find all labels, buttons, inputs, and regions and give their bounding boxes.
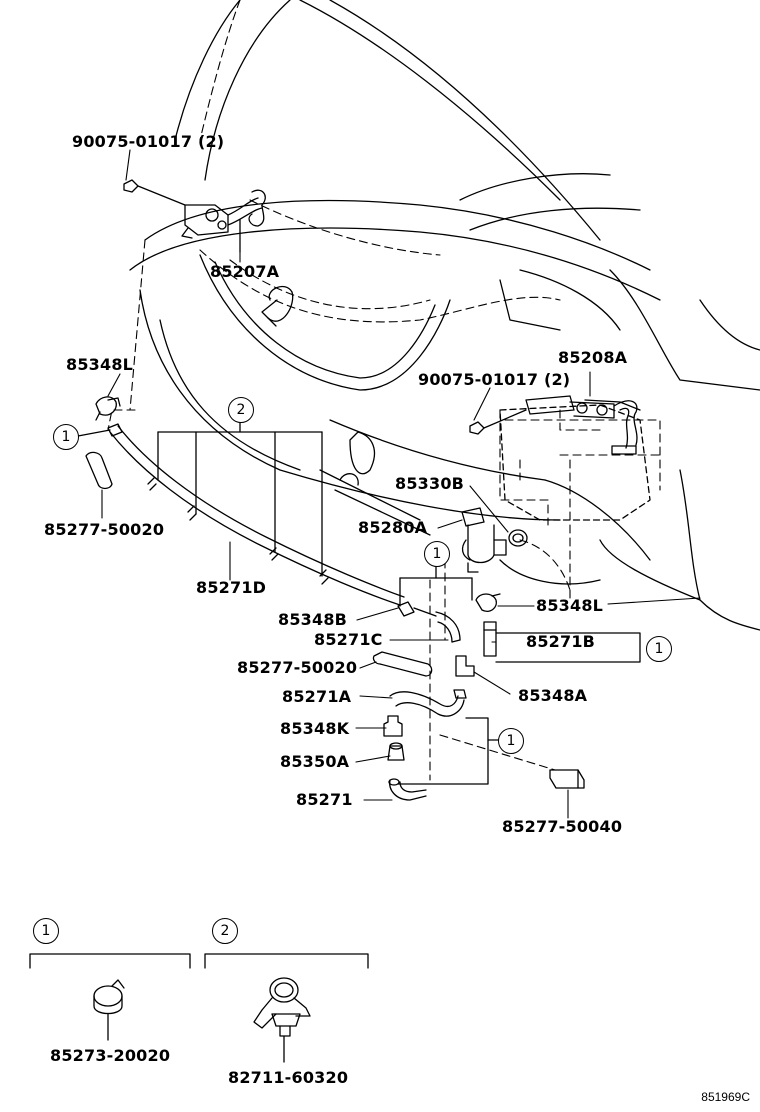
- clip-icon: [253, 977, 311, 1063]
- callout-1-lower: 1: [498, 728, 524, 754]
- label-85330b: 85330B: [395, 474, 465, 493]
- label-90075-01017-upper: 90075-01017 (2): [72, 132, 225, 151]
- label-85271a: 85271A: [282, 687, 352, 706]
- clamp-icon: [93, 979, 125, 1041]
- pump-85280a: [461, 507, 507, 573]
- label-85348a: 85348A: [518, 686, 588, 705]
- grommet-85330b: [508, 529, 528, 547]
- label-85277-50020-left: 85277-50020: [44, 520, 165, 539]
- hose-85271a: [389, 689, 467, 717]
- joint-85348k: [383, 715, 403, 737]
- label-85348k: 85348K: [280, 719, 350, 738]
- hose-85271c: [435, 611, 461, 643]
- vehicle-body-outline: [129, 0, 760, 631]
- callout-2-legend: 2: [212, 918, 238, 944]
- nozzle-85207a: [181, 189, 266, 253]
- callout-1-pump: 1: [424, 541, 450, 567]
- valve-85350a: [387, 742, 405, 761]
- label-85271d: 85271D: [196, 578, 267, 597]
- label-85277-50020-mid: 85277-50020: [237, 658, 358, 677]
- label-85207a: 85207A: [210, 262, 280, 281]
- bolt-right: [469, 409, 527, 435]
- label-85208a: 85208A: [558, 348, 628, 367]
- bolt-upper: [123, 179, 186, 206]
- label-90075-01017-right: 90075-01017 (2): [418, 370, 571, 389]
- label-85271b: 85271B: [526, 632, 596, 651]
- callout-1-right: 1: [646, 636, 672, 662]
- label-85348l-right: 85348L: [536, 596, 604, 615]
- label-85277-50040: 85277-50040: [502, 817, 623, 836]
- legend-brackets: [29, 953, 369, 969]
- nozzle-85208a: [525, 395, 638, 455]
- clip-bracket-2: [157, 419, 323, 577]
- joint-85348b: [397, 601, 437, 617]
- callout-1-left: 1: [53, 424, 79, 450]
- hose-85271d: [107, 423, 405, 606]
- joint-85348l-right: [475, 593, 501, 612]
- label-85350a: 85350A: [280, 752, 350, 771]
- label-85271: 85271: [296, 790, 353, 809]
- joint-85348l-left: [95, 396, 121, 421]
- sleeve-left: [85, 451, 113, 490]
- callout-2-hose: 2: [228, 397, 254, 423]
- hose-85271: [388, 778, 427, 801]
- reservoir-bracket: [499, 399, 651, 521]
- sleeve-right: [549, 769, 585, 789]
- label-85348b: 85348B: [278, 610, 348, 629]
- sleeve-mid: [372, 651, 433, 677]
- hose-85271b: [483, 621, 497, 657]
- label-85271c: 85271C: [314, 630, 383, 649]
- phantom-lines: [107, 0, 661, 781]
- callout-1-legend: 1: [33, 918, 59, 944]
- label-85348l-left: 85348L: [66, 355, 134, 374]
- illustration-code: 851969C: [701, 1090, 750, 1104]
- label-85280a: 85280A: [358, 518, 428, 537]
- leader-lines: [101, 149, 701, 819]
- joint-85348a: [455, 655, 475, 677]
- label-85273-20020: 85273-20020: [50, 1046, 171, 1065]
- label-82711-60320: 82711-60320: [228, 1068, 349, 1087]
